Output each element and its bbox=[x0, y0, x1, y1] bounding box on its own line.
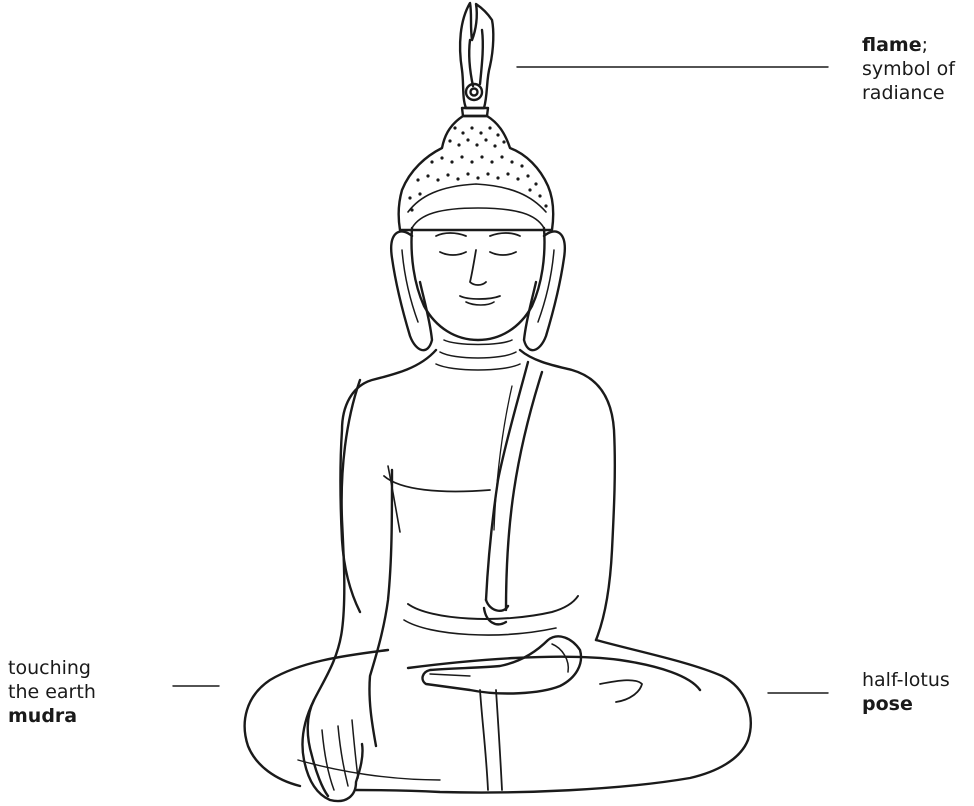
label-mudra-term: mudra bbox=[8, 705, 77, 727]
label-mudra: touching the earth mudra bbox=[8, 656, 96, 728]
label-mudra-line1: touching bbox=[8, 657, 91, 679]
label-flame-line1: symbol of bbox=[862, 58, 955, 80]
crossed-legs bbox=[245, 640, 751, 792]
flame-finial bbox=[460, 3, 493, 116]
neck-folds bbox=[436, 340, 520, 370]
lap-hand bbox=[423, 636, 582, 693]
torso bbox=[341, 350, 615, 640]
hair-curls bbox=[399, 116, 554, 230]
label-pose-term: pose bbox=[862, 693, 913, 715]
label-pose: half-lotus pose bbox=[862, 668, 950, 716]
label-flame-term: flame bbox=[862, 34, 922, 56]
label-flame-line2: radiance bbox=[862, 82, 945, 104]
label-mudra-line2: the earth bbox=[8, 681, 96, 703]
label-flame: flame; symbol of radiance bbox=[862, 33, 955, 105]
label-pose-line1: half-lotus bbox=[862, 669, 950, 691]
earth-touching-arm bbox=[302, 380, 392, 801]
label-flame-punct: ; bbox=[922, 34, 928, 56]
